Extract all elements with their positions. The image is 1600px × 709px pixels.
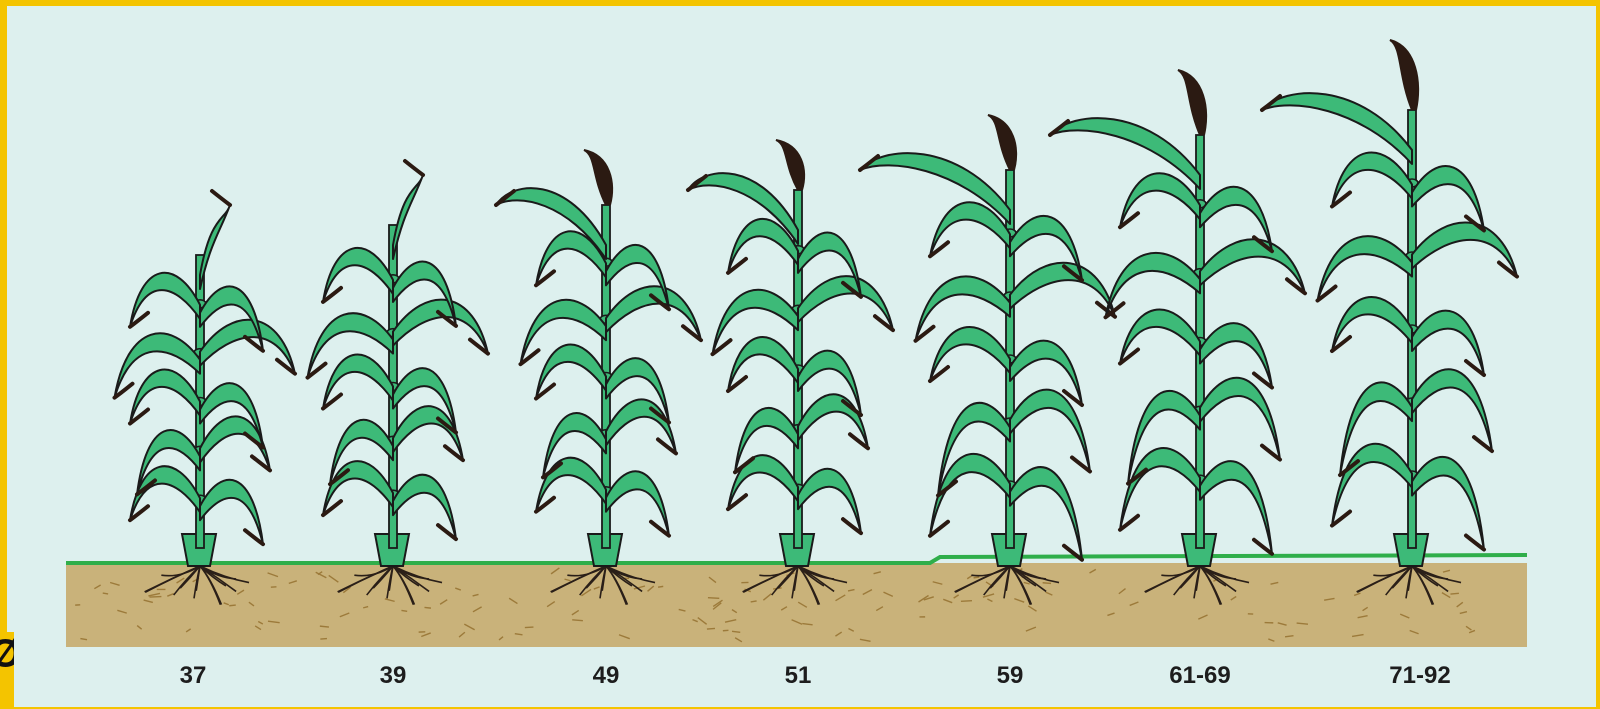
corner-logo-fragment: Ø bbox=[0, 632, 14, 709]
leaf bbox=[606, 286, 701, 340]
stage-labels: 37 39 49 51 59 61-69 71-92 bbox=[180, 662, 1451, 689]
stage-label: 61-69 bbox=[1169, 662, 1230, 689]
stage-label: 51 bbox=[785, 662, 812, 689]
leaf bbox=[1412, 369, 1492, 451]
plant-stage-7 bbox=[1262, 40, 1517, 605]
leaf bbox=[1010, 263, 1115, 317]
ear bbox=[776, 140, 804, 190]
ear bbox=[988, 115, 1016, 170]
leaf-tip-shade bbox=[405, 161, 423, 175]
stage-label: 71-92 bbox=[1389, 662, 1450, 689]
leaf bbox=[1200, 378, 1280, 460]
plant-stage-5 bbox=[860, 115, 1115, 605]
leaf bbox=[393, 300, 488, 354]
leaf bbox=[1262, 93, 1412, 164]
leaf-tip-shade bbox=[212, 191, 230, 205]
ear bbox=[584, 150, 612, 205]
plant-stage-6 bbox=[1050, 70, 1305, 605]
plants-layer bbox=[115, 40, 1518, 605]
ear bbox=[1390, 40, 1418, 110]
ear bbox=[1178, 70, 1206, 135]
leaf bbox=[200, 320, 295, 374]
plant-stage-2 bbox=[308, 161, 489, 605]
leaf bbox=[1412, 223, 1517, 277]
stage-label: 37 bbox=[180, 662, 207, 689]
plant-stage-1 bbox=[115, 191, 296, 605]
stage-label: 49 bbox=[593, 662, 620, 689]
stage-label: 39 bbox=[380, 662, 407, 689]
stage-label: 59 bbox=[997, 662, 1024, 689]
plant-stage-4 bbox=[688, 140, 893, 605]
plant-stage-3 bbox=[496, 150, 701, 605]
leaf bbox=[1200, 239, 1305, 293]
